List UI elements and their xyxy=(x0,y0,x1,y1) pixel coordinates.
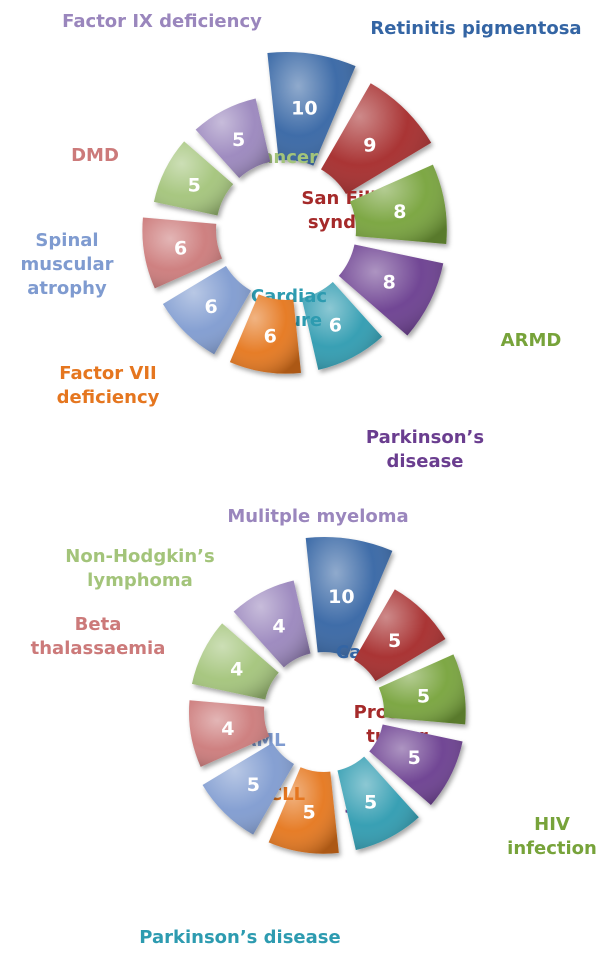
segment-category-label: DMD xyxy=(71,145,119,166)
segment-gloss xyxy=(301,282,383,370)
segment-value-label: 6 xyxy=(329,315,342,337)
segment-gloss xyxy=(354,589,446,682)
segment-value-label: 5 xyxy=(247,774,260,796)
segment-value-label: 5 xyxy=(232,129,245,151)
segment-value-label: 5 xyxy=(417,685,430,707)
segment-gloss xyxy=(349,164,447,245)
segment-gloss xyxy=(337,756,419,851)
segment-gloss xyxy=(268,767,339,854)
segment-category-label: Retinitis pigmentosa xyxy=(370,18,581,39)
segment-category-label: Factor IX deficiency xyxy=(62,11,262,32)
segment-gloss xyxy=(142,217,223,289)
donut-segment: 6 DMD xyxy=(71,145,223,289)
segment-gloss xyxy=(233,580,311,668)
segment-gloss xyxy=(191,623,279,700)
donut-segment: 5 Factor IX deficiency xyxy=(62,11,271,178)
segment-value-label: 6 xyxy=(174,238,187,260)
segment-value-label: 10 xyxy=(291,97,317,119)
segment-value-label: 5 xyxy=(388,630,401,652)
segment-gloss xyxy=(369,724,463,805)
chart-2: 10Cancer5Prostatetumor5HIVinfection5SCID… xyxy=(31,506,597,948)
segment-gloss xyxy=(305,537,393,657)
segment-value-label: 5 xyxy=(364,791,377,813)
segment-gloss xyxy=(321,83,432,194)
segment-value-label: 6 xyxy=(205,296,218,318)
segment-value-label: 8 xyxy=(383,271,396,293)
segment-category-label: Parkinson’s disease xyxy=(139,927,340,948)
segment-gloss xyxy=(202,742,294,835)
segment-value-label: 5 xyxy=(188,174,201,196)
segment-gloss xyxy=(162,266,251,355)
segment-value-label: 6 xyxy=(264,326,277,348)
segment-value-label: 5 xyxy=(302,802,315,824)
segment-category-label: ARMD xyxy=(501,330,562,351)
segment-value-label: 9 xyxy=(363,135,376,157)
segment-value-label: 8 xyxy=(393,201,406,223)
segment-value-label: 10 xyxy=(328,586,354,608)
segment-value-label: 4 xyxy=(230,658,243,680)
segment-gloss xyxy=(195,98,271,178)
donut-segment: 4 Mulitple myeloma xyxy=(227,506,409,668)
segment-gloss xyxy=(229,294,302,374)
segment-category-label: Mulitple myeloma xyxy=(227,506,408,527)
segment-gloss xyxy=(189,700,270,767)
segment-value-label: 4 xyxy=(221,718,234,740)
segment-gloss xyxy=(267,51,356,166)
segment-value-label: 5 xyxy=(408,747,421,769)
segment-gloss xyxy=(338,244,444,336)
segment-gloss xyxy=(153,141,234,216)
donut-segment: 10 Retinitis pigmentosa xyxy=(267,18,582,166)
segment-value-label: 4 xyxy=(272,616,285,638)
segment-gloss xyxy=(378,654,466,725)
